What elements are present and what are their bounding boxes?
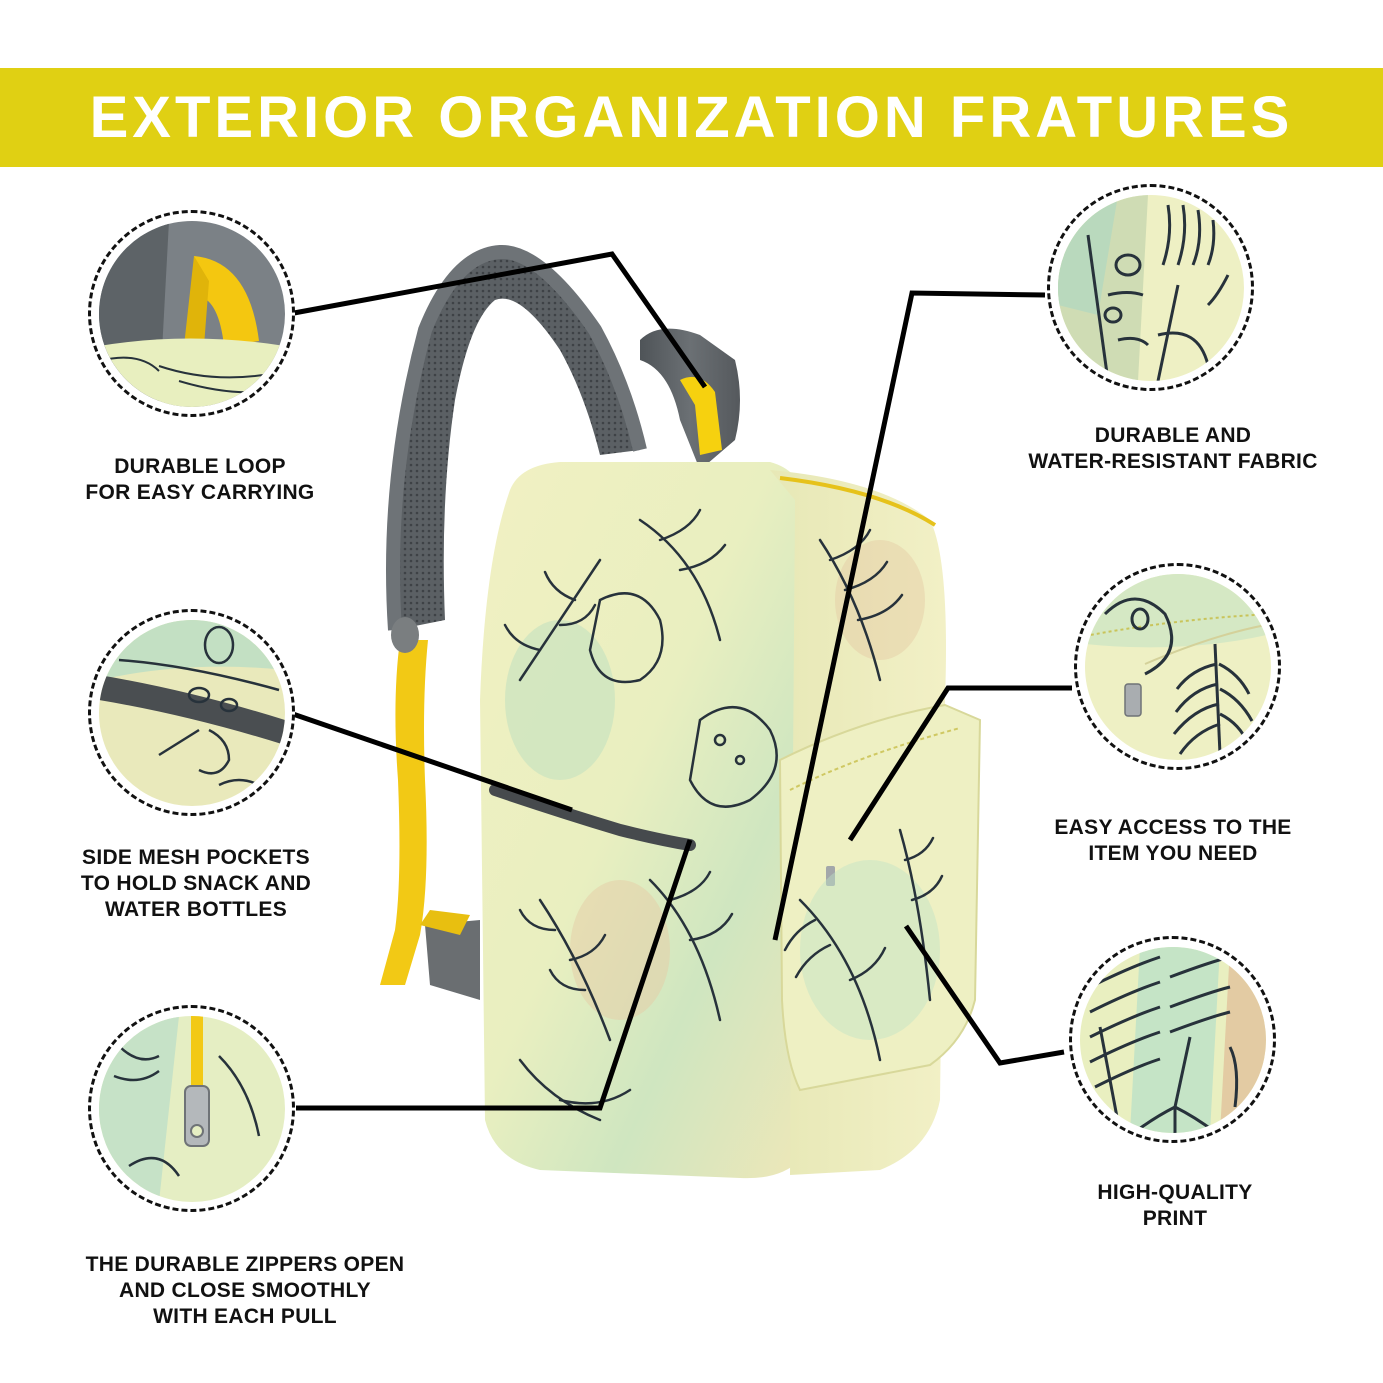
fabric-closeup xyxy=(1057,194,1244,381)
callout-line: AND CLOSE SMOOTHLY xyxy=(119,1279,371,1302)
detail-circle-fabric xyxy=(1047,184,1254,391)
callout-line: TO HOLD SNACK AND xyxy=(80,872,312,895)
callout-side-mesh-pockets: SIDE MESH POCKETS TO HOLD SNACK AND WATE… xyxy=(46,845,346,923)
front-pocket-closeup xyxy=(1084,573,1271,760)
callout-line: HIGH-QUALITY xyxy=(1097,1181,1253,1204)
detail-circle-side-pocket xyxy=(88,609,295,816)
callout-line: WATER BOTTLES xyxy=(105,898,287,921)
callout-fabric: DURABLE AND WATER-RESISTANT FABRIC xyxy=(990,423,1356,475)
callout-front-pocket: EASY ACCESS TO THE ITEM YOU NEED xyxy=(1020,815,1326,867)
zipper-closeup xyxy=(98,1015,285,1202)
callout-line: WATER-RESISTANT FABRIC xyxy=(1028,450,1318,473)
title-banner: EXTERIOR ORGANIZATION FRATURES xyxy=(0,68,1383,167)
print-closeup xyxy=(1079,946,1266,1133)
callout-print: HIGH-QUALITY PRINT xyxy=(1070,1180,1280,1232)
detail-circle-print xyxy=(1069,936,1276,1143)
carry-loop-closeup xyxy=(98,220,285,407)
callout-line: THE DURABLE ZIPPERS OPEN xyxy=(85,1253,405,1276)
callout-line: ITEM YOU NEED xyxy=(1088,842,1258,865)
callout-line: DURABLE LOOP xyxy=(114,455,286,478)
elastic-pocket-closeup xyxy=(98,619,285,806)
detail-circle-carry-loop xyxy=(88,210,295,417)
strap-buckle xyxy=(391,617,419,653)
callout-zippers: THE DURABLE ZIPPERS OPEN AND CLOSE SMOOT… xyxy=(45,1252,445,1330)
detail-circle-zippers xyxy=(88,1005,295,1212)
callout-line: FOR EASY CARRYING xyxy=(85,481,315,504)
webbing-strap xyxy=(380,640,428,985)
callout-line: SIDE MESH POCKETS xyxy=(82,846,310,869)
callout-line: WITH EACH PULL xyxy=(153,1305,337,1328)
carry-loop xyxy=(680,376,722,455)
callout-line: DURABLE AND xyxy=(1094,424,1252,447)
callout-line: EASY ACCESS TO THE xyxy=(1054,816,1292,839)
callout-line: PRINT xyxy=(1142,1207,1208,1230)
callout-carry-loop: DURABLE LOOP FOR EASY CARRYING xyxy=(60,454,340,506)
detail-circle-front-pocket xyxy=(1074,563,1281,770)
banner-title: EXTERIOR ORGANIZATION FRATURES xyxy=(89,85,1294,150)
rear-strap xyxy=(640,328,740,470)
